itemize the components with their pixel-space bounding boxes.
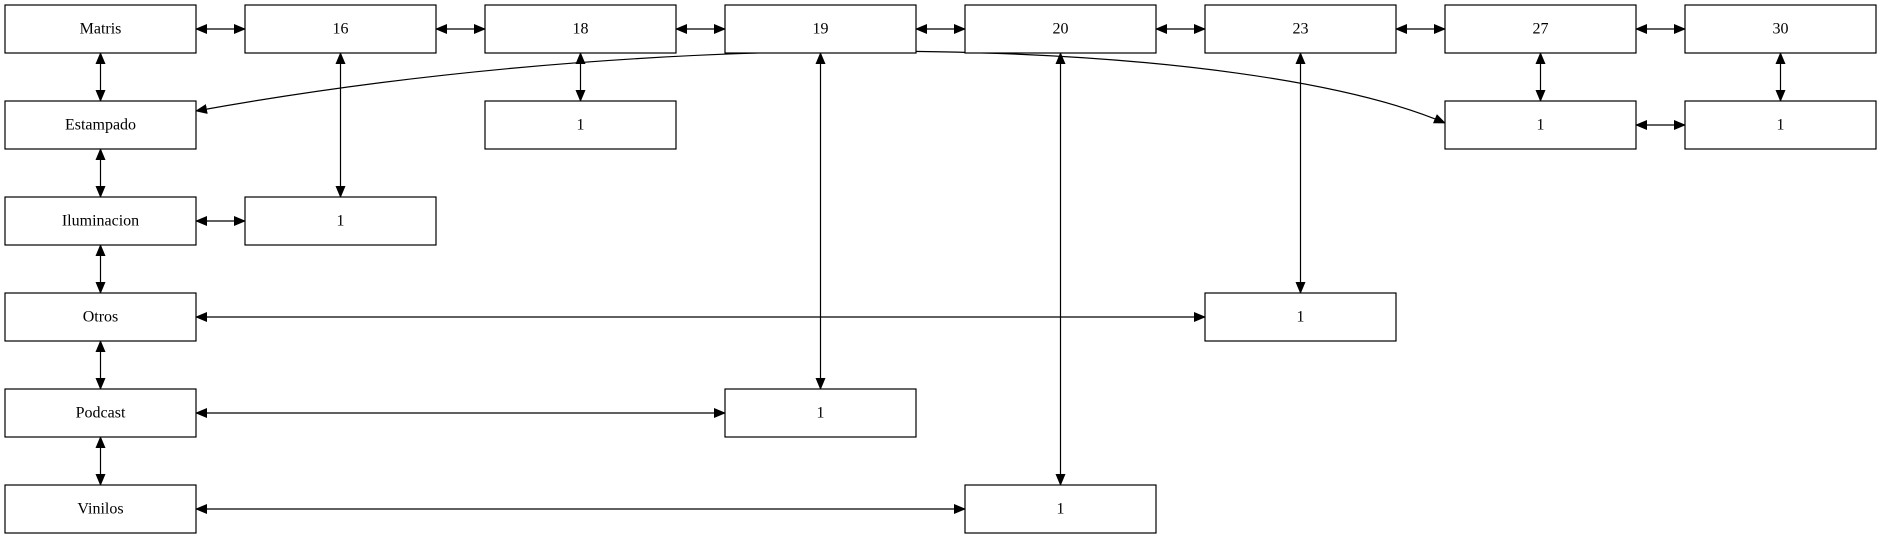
node-box <box>4 292 197 342</box>
node-n16: 16 <box>244 4 437 54</box>
node-estampado: Estampado <box>4 100 197 150</box>
node-n27: 27 <box>1444 4 1637 54</box>
node-n30_1: 1 <box>1684 100 1877 150</box>
edges-layer <box>95 24 1786 514</box>
node-box <box>244 196 437 246</box>
node-box <box>484 4 677 54</box>
node-label: 20 <box>1053 21 1069 38</box>
node-label: 1 <box>1057 501 1065 518</box>
node-label: 27 <box>1533 21 1549 38</box>
node-n18: 18 <box>484 4 677 54</box>
node-label: Otros <box>83 309 119 326</box>
node-box <box>1444 100 1637 150</box>
node-iluminacion: Iluminacion <box>4 196 197 246</box>
node-vinilos: Vinilos <box>4 484 197 534</box>
node-label: 18 <box>573 21 589 38</box>
node-label: Matris <box>80 21 122 38</box>
node-label: 1 <box>817 405 825 422</box>
node-n20_1: 1 <box>964 484 1157 534</box>
node-box <box>1204 292 1397 342</box>
node-box <box>964 484 1157 534</box>
node-label: 1 <box>1297 309 1305 326</box>
node-n27_1: 1 <box>1444 100 1637 150</box>
node-label: 1 <box>337 213 345 230</box>
node-label: Iluminacion <box>62 213 139 230</box>
node-label: 30 <box>1773 21 1789 38</box>
node-label: 1 <box>577 117 585 134</box>
node-label: 23 <box>1293 21 1309 38</box>
node-box <box>1204 4 1397 54</box>
node-box <box>724 4 917 54</box>
node-n23_1: 1 <box>1204 292 1397 342</box>
node-box <box>964 4 1157 54</box>
node-box <box>1444 4 1637 54</box>
node-box <box>1684 100 1877 150</box>
node-label: 19 <box>813 21 829 38</box>
node-n30: 30 <box>1684 4 1877 54</box>
node-box <box>4 4 197 54</box>
node-box <box>1684 4 1877 54</box>
node-label: Podcast <box>76 405 126 422</box>
node-n23: 23 <box>1204 4 1397 54</box>
node-n19_1: 1 <box>724 388 917 438</box>
node-label: 1 <box>1777 117 1785 134</box>
node-matris: Matris <box>4 4 197 54</box>
node-label: Estampado <box>65 117 136 134</box>
node-box <box>4 388 197 438</box>
node-n19: 19 <box>724 4 917 54</box>
node-label: Vinilos <box>77 501 123 518</box>
node-n18_1: 1 <box>484 100 677 150</box>
node-box <box>4 100 197 150</box>
node-n16_1: 1 <box>244 196 437 246</box>
edge-estampado-n27_1 <box>195 50 1446 124</box>
node-n20: 20 <box>964 4 1157 54</box>
node-box <box>484 100 677 150</box>
node-box <box>244 4 437 54</box>
node-otros: Otros <box>4 292 197 342</box>
node-label: 1 <box>1537 117 1545 134</box>
node-podcast: Podcast <box>4 388 197 438</box>
node-label: 16 <box>333 21 349 38</box>
node-box <box>4 484 197 534</box>
node-box <box>4 196 197 246</box>
node-box <box>724 388 917 438</box>
